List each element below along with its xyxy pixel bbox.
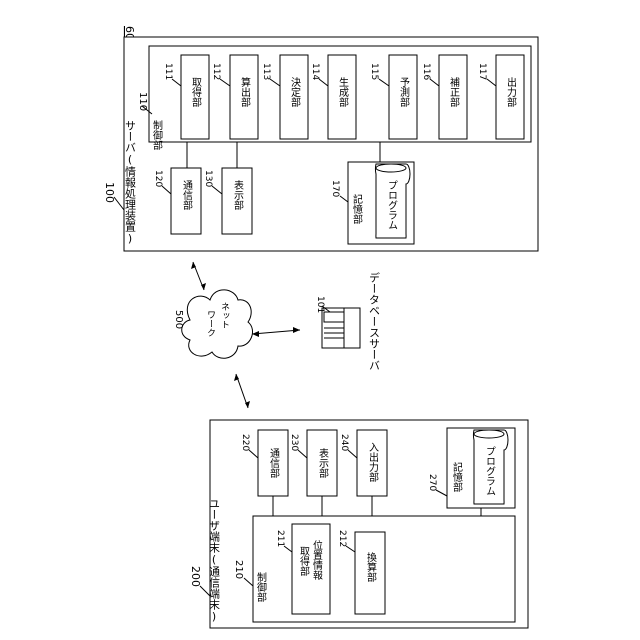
network-cloud: 500 ネット ワーク	[173, 290, 253, 358]
svg-text:240: 240	[339, 434, 349, 451]
arrow-server-network	[191, 262, 206, 290]
svg-text:記憶部: 記憶部	[351, 193, 363, 225]
svg-text:500: 500	[173, 310, 184, 329]
svg-text:予測部: 予測部	[398, 77, 410, 108]
svg-text:補正部: 補正部	[448, 76, 460, 108]
svg-text:101: 101	[315, 296, 325, 313]
svg-text:位置情報: 位置情報	[311, 539, 323, 581]
svg-text:170: 170	[330, 180, 340, 197]
svg-text:117: 117	[477, 63, 487, 80]
svg-text:120: 120	[153, 170, 163, 187]
svg-text:230: 230	[289, 434, 299, 451]
svg-text:出力部: 出力部	[505, 76, 517, 108]
svg-text:ワーク: ワーク	[205, 310, 215, 337]
arrow-network-database	[252, 327, 300, 337]
svg-text:220: 220	[240, 434, 250, 451]
server-control-label: 制御部	[151, 119, 163, 151]
svg-text:130: 130	[203, 170, 213, 187]
svg-text:表示部: 表示部	[232, 179, 244, 211]
svg-text:プログラム: プログラム	[484, 446, 496, 496]
svg-text:ネット: ネット	[219, 302, 230, 329]
svg-text:算出部: 算出部	[239, 76, 251, 108]
svg-text:取得部: 取得部	[298, 546, 310, 577]
server-control-ref: 110	[137, 92, 148, 111]
svg-text:取得部: 取得部	[190, 77, 202, 108]
svg-text:換算部: 換算部	[365, 552, 377, 583]
server-ref: 100	[103, 182, 116, 203]
svg-text:生成部: 生成部	[337, 76, 349, 108]
svg-text:113: 113	[261, 63, 271, 80]
database-server: 101 データベースサーバ	[315, 271, 381, 371]
svg-text:115: 115	[369, 63, 379, 80]
svg-text:決定部: 決定部	[289, 77, 301, 108]
server-program-label: プログラム	[386, 180, 398, 230]
svg-text:212: 212	[337, 530, 347, 547]
svg-text:通信部: 通信部	[181, 180, 193, 211]
user-control-ref: 210	[233, 560, 244, 579]
svg-text:211: 211	[275, 530, 285, 547]
svg-text:表示部: 表示部	[317, 447, 329, 479]
server-program-cylinder-top	[376, 164, 406, 172]
svg-text:データベースサーバ: データベースサーバ	[368, 271, 381, 371]
svg-text:114: 114	[310, 63, 320, 80]
arrow-network-user	[234, 374, 250, 408]
user-terminal-ref: 200	[189, 566, 202, 587]
svg-text:270: 270	[427, 474, 437, 491]
svg-text:112: 112	[211, 63, 221, 80]
user-control-label: 制御部	[255, 571, 267, 603]
user-terminal-title: ユーザ端末(通信端末)	[208, 498, 221, 623]
svg-text:116: 116	[421, 63, 431, 80]
server-title: サーバ(情報処理装置)	[124, 120, 137, 245]
svg-text:通信部: 通信部	[268, 448, 280, 479]
svg-text:入出力部: 入出力部	[367, 442, 379, 483]
svg-text:111: 111	[163, 63, 173, 80]
svg-text:記憶部: 記憶部	[451, 461, 463, 493]
